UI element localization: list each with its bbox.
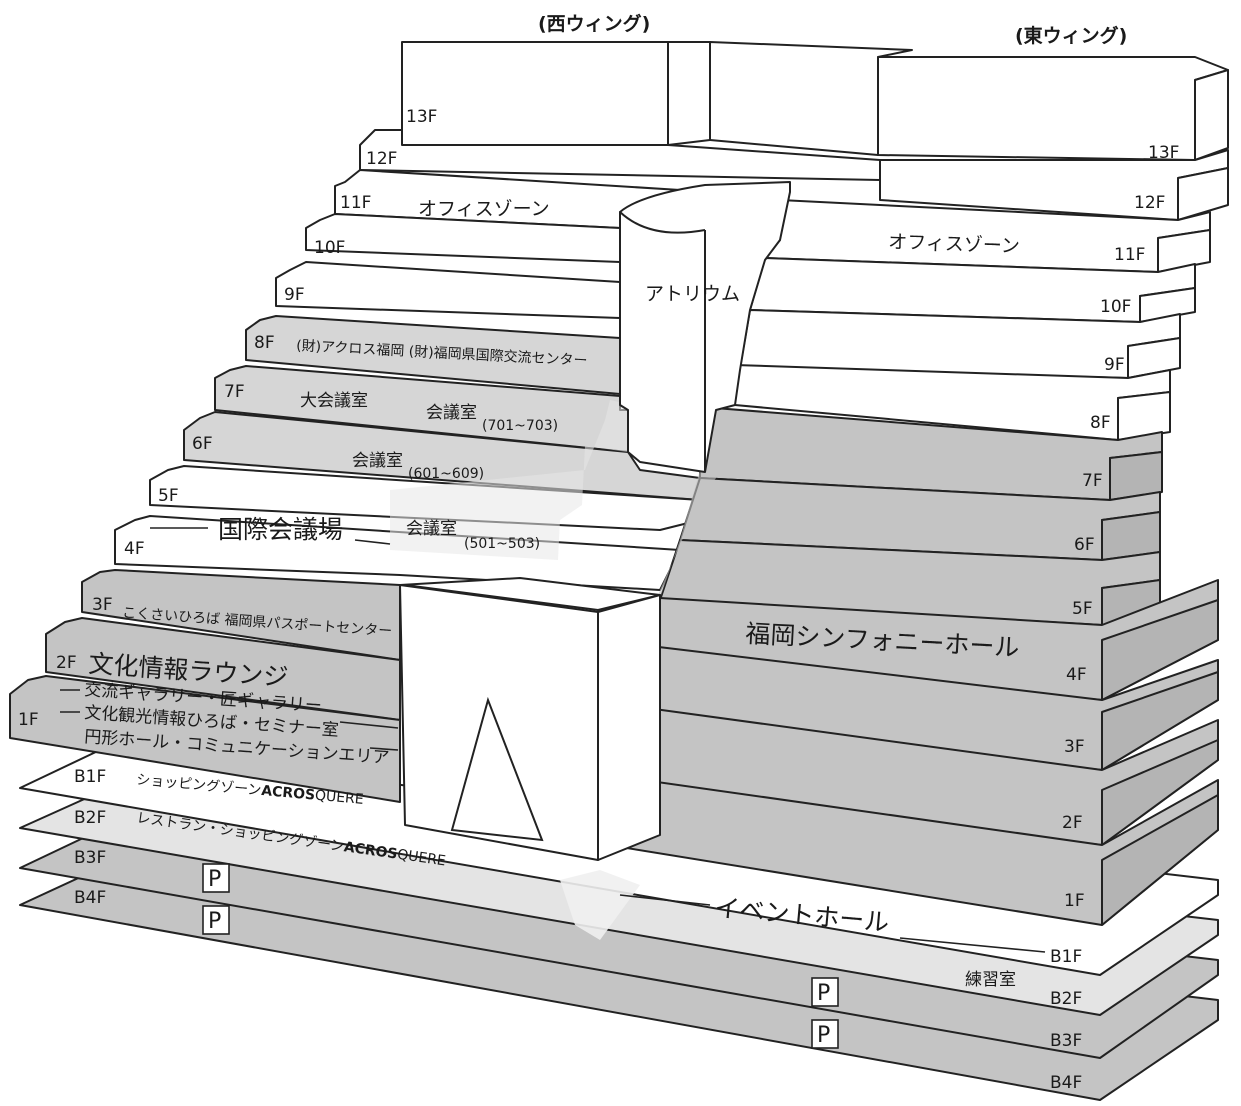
west-5f-rooms: 会議室 bbox=[406, 519, 457, 539]
east-floor-1f: 1F bbox=[1064, 891, 1085, 911]
atrium-cylinder bbox=[619, 181, 791, 473]
west-floor-b2f: B2F bbox=[74, 808, 106, 828]
west-7f-rooms: 会議室 bbox=[426, 403, 477, 423]
east-floor-4f: 4F bbox=[1066, 665, 1087, 685]
parking-icon: P bbox=[208, 909, 221, 934]
east-floor-b3f: B3F bbox=[1050, 1031, 1082, 1051]
east-practice-room: 練習室 bbox=[965, 970, 1016, 990]
west-parking-b3: P bbox=[202, 863, 230, 893]
west-floor-b4f: B4F bbox=[74, 888, 106, 908]
parking-icon: P bbox=[208, 867, 221, 892]
west-floor-1f: 1F bbox=[18, 710, 39, 730]
west-conference-hall: 国際会議場 bbox=[218, 515, 343, 544]
entrance-block bbox=[399, 577, 661, 861]
west-5f-range: (501~503) bbox=[464, 536, 540, 552]
west-office-zone: オフィスゾーン bbox=[418, 198, 550, 220]
east-13f-block bbox=[709, 41, 1229, 161]
west-floor-9f: 9F bbox=[284, 285, 305, 305]
east-floor-9f: 9F bbox=[1104, 355, 1125, 375]
east-floor-6f: 6F bbox=[1074, 535, 1095, 555]
east-floor-5f: 5F bbox=[1072, 599, 1093, 619]
east-8f bbox=[734, 364, 1171, 441]
east-2f bbox=[607, 704, 1219, 846]
east-floor-3f: 3F bbox=[1064, 737, 1085, 757]
west-floor-7f: 7F bbox=[224, 382, 245, 402]
east-parking-b2: P bbox=[811, 977, 839, 1007]
west-wing-label: (西ウィング) bbox=[538, 12, 650, 35]
west-7f-hall: 大会議室 bbox=[300, 391, 368, 411]
leader-lines bbox=[60, 527, 1046, 953]
east-floor-2f: 2F bbox=[1062, 813, 1083, 833]
east-12f bbox=[879, 149, 1229, 221]
west-1f bbox=[9, 675, 401, 803]
east-floor-8f: 8F bbox=[1090, 413, 1111, 433]
west-floor-b1f: B1F bbox=[74, 767, 106, 787]
west-floor-13f: 13F bbox=[406, 107, 437, 127]
east-floor-b2f: B2F bbox=[1050, 989, 1082, 1009]
atrium-label: アトリウム bbox=[645, 283, 740, 305]
west-floor-11f: 11F bbox=[340, 193, 371, 213]
west-6f-range: (601~609) bbox=[408, 466, 484, 482]
west-floor-2f: 2F bbox=[56, 653, 77, 673]
east-office-zone: オフィスゾーン bbox=[888, 231, 1020, 258]
east-floor-13f: 13F bbox=[1148, 143, 1179, 163]
west-floor-8f: 8F bbox=[254, 333, 275, 353]
west-floor-4f: 4F bbox=[124, 539, 145, 559]
west-13f-block bbox=[401, 41, 711, 146]
atrium-shadow-band bbox=[390, 400, 628, 560]
b1-lobby-band bbox=[560, 870, 640, 940]
west-floor-6f: 6F bbox=[192, 434, 213, 454]
east-floor-12f: 12F bbox=[1134, 193, 1165, 213]
parking-icon: P bbox=[817, 981, 830, 1006]
east-floor-7f: 7F bbox=[1082, 471, 1103, 491]
west-floor-5f: 5F bbox=[158, 486, 179, 506]
east-floor-b1f: B1F bbox=[1050, 947, 1082, 967]
east-floor-11f: 11F bbox=[1114, 245, 1145, 265]
west-9f bbox=[275, 261, 621, 319]
east-parking-b3: P bbox=[811, 1019, 839, 1049]
west-floor-12f: 12F bbox=[366, 149, 397, 169]
parking-icon: P bbox=[817, 1023, 830, 1048]
east-floor-b4f: B4F bbox=[1050, 1073, 1082, 1093]
west-floor-b3f: B3F bbox=[74, 848, 106, 868]
east-3f bbox=[624, 644, 1219, 771]
west-6f-rooms: 会議室 bbox=[352, 451, 403, 471]
east-9f bbox=[739, 309, 1181, 379]
west-parking-b4: P bbox=[202, 905, 230, 935]
east-1f bbox=[607, 774, 1219, 926]
west-floor-10f: 10F bbox=[314, 238, 345, 258]
east-floor-10f: 10F bbox=[1100, 297, 1131, 317]
west-floor-3f: 3F bbox=[92, 595, 113, 615]
east-6f bbox=[679, 477, 1161, 561]
east-wing-label: (東ウィング) bbox=[1015, 24, 1127, 47]
east-11f bbox=[764, 199, 1211, 273]
west-7f-range: (701~703) bbox=[482, 418, 558, 434]
